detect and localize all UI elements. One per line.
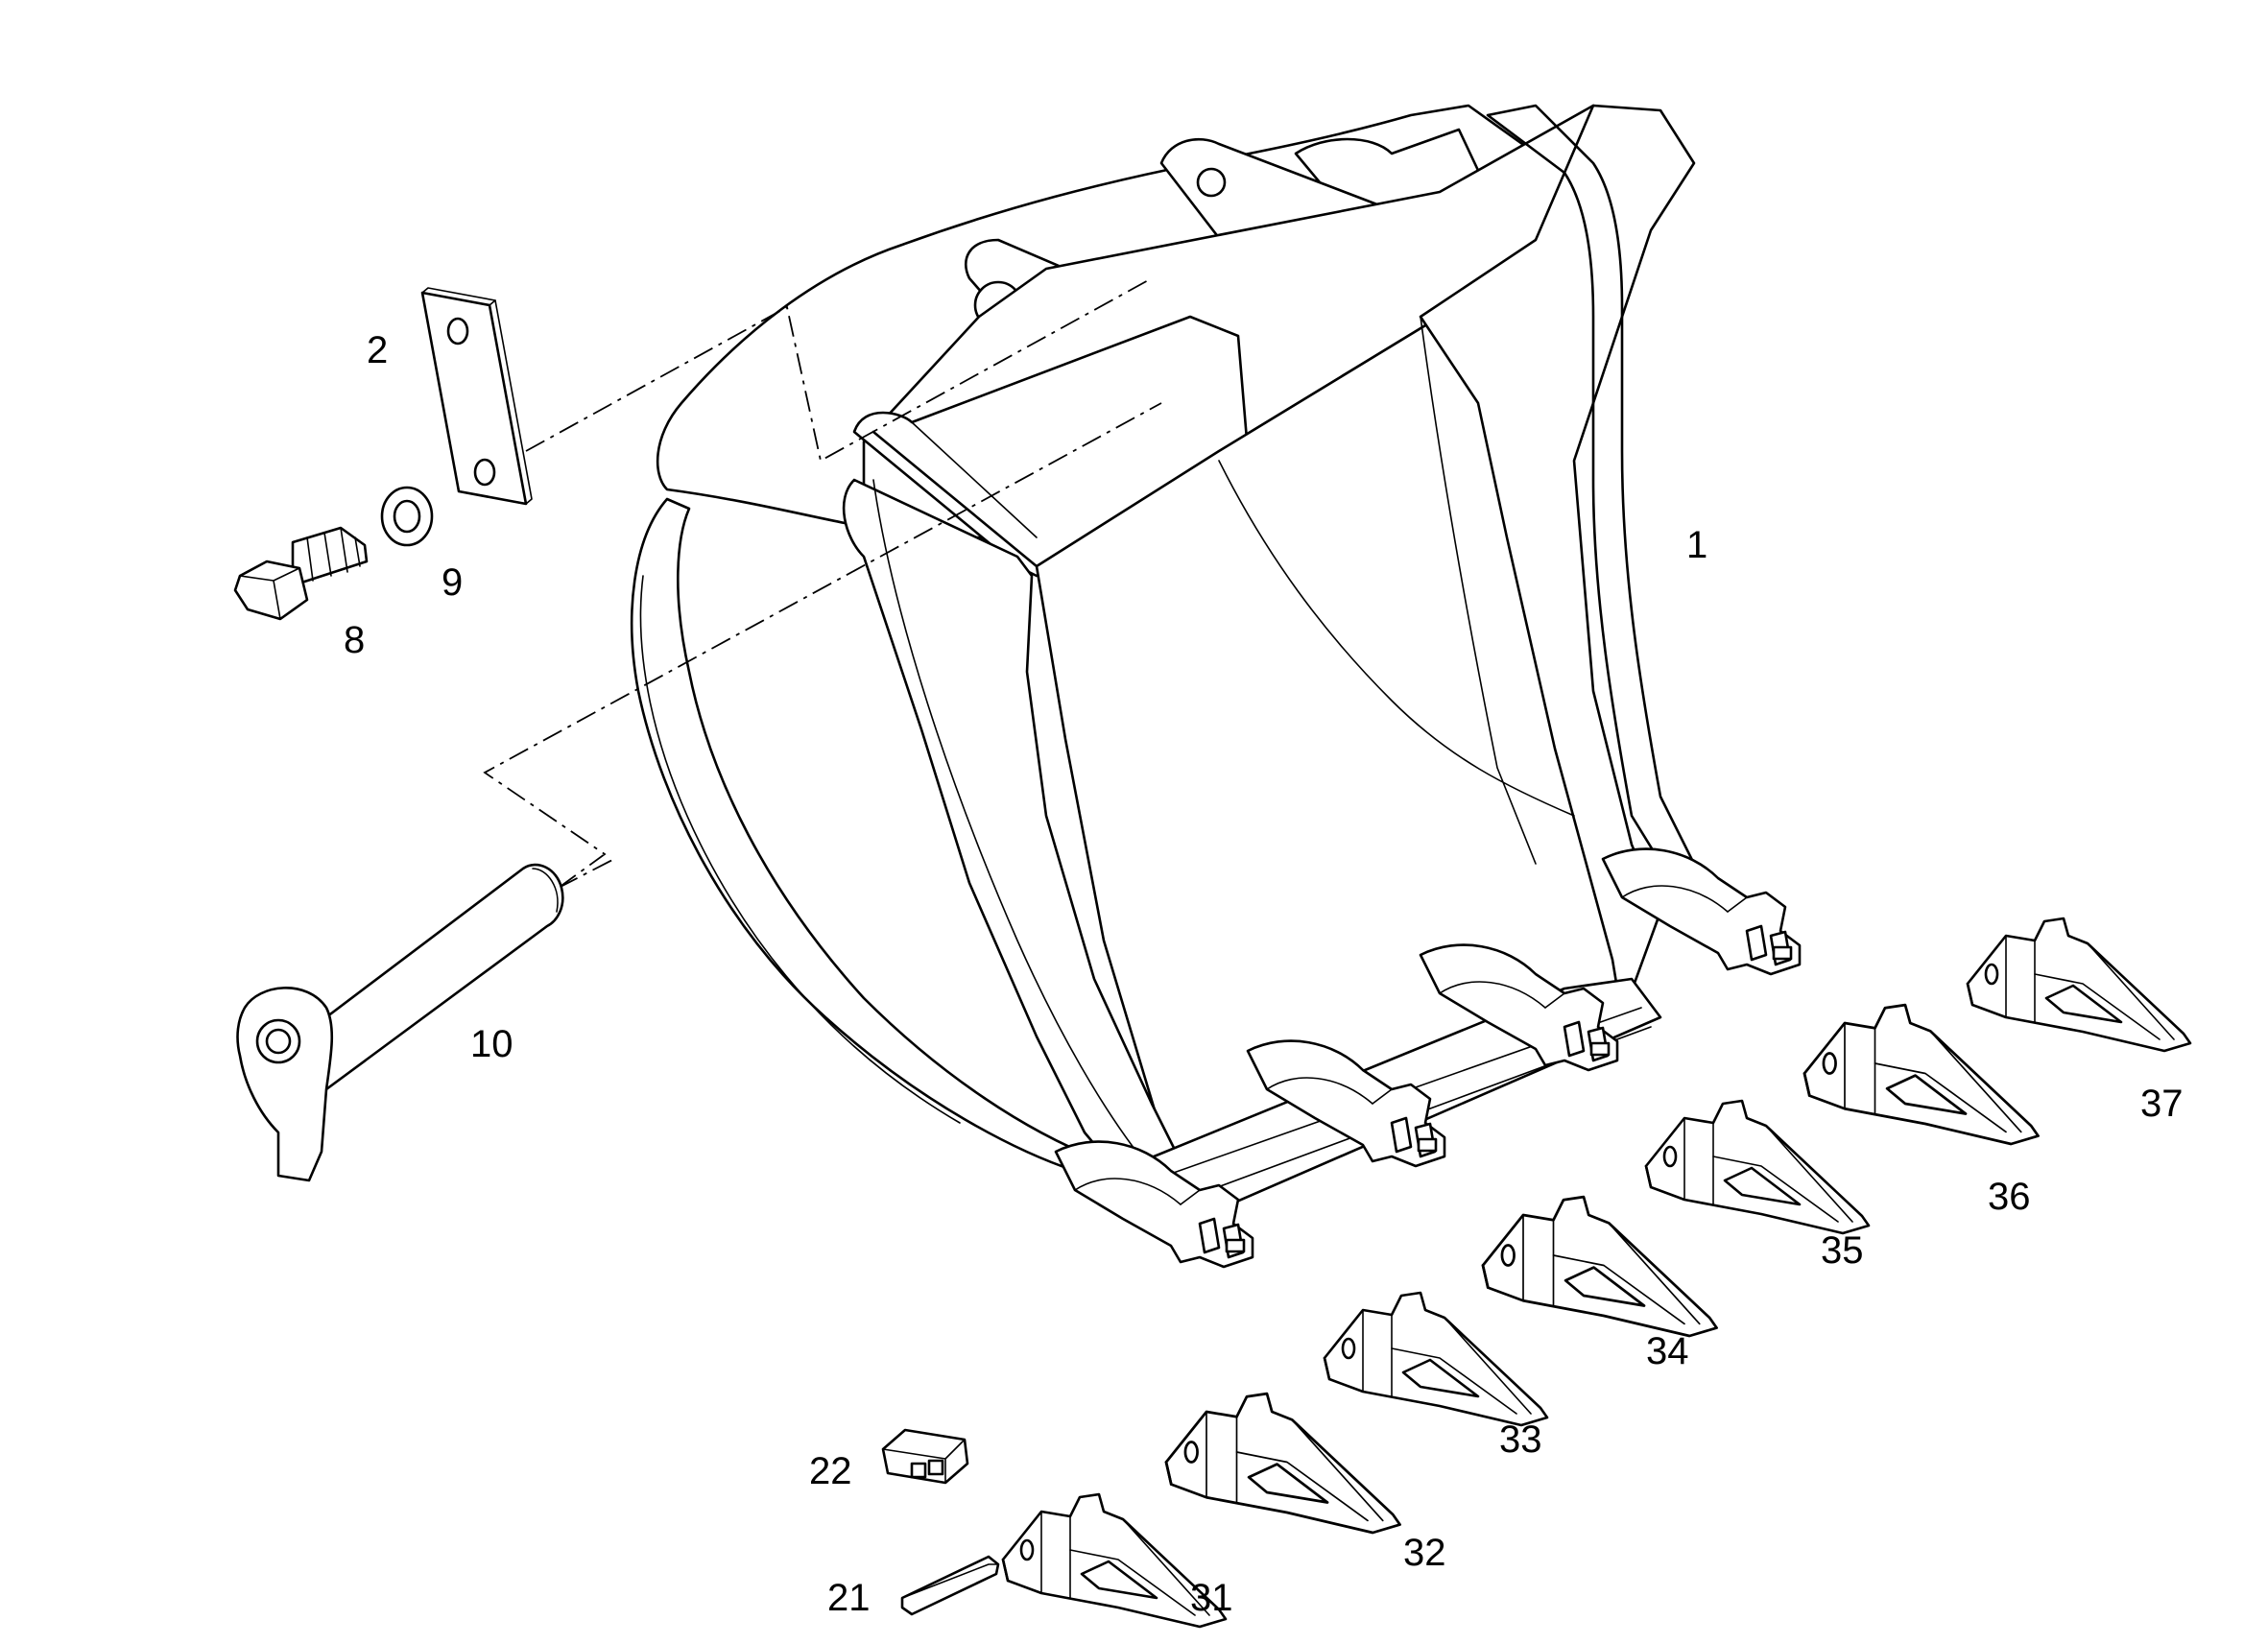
retainer-pin-icon	[900, 1555, 1000, 1616]
callout-32: 32	[1403, 1532, 1446, 1574]
link-plate-icon	[420, 287, 533, 506]
callout-1: 1	[1686, 524, 1708, 566]
tooth-34-icon	[1481, 1195, 1718, 1338]
callout-9: 9	[442, 561, 464, 604]
callout-37: 37	[2140, 1083, 2184, 1125]
callout-31: 31	[1190, 1577, 1233, 1619]
callout-22: 22	[809, 1450, 852, 1492]
assembly-center-lines	[483, 277, 1162, 889]
callout-33: 33	[1499, 1418, 1542, 1461]
callout-21: 21	[827, 1577, 871, 1619]
washer-icon	[380, 486, 434, 547]
callout-8: 8	[344, 619, 366, 661]
callout-35: 35	[1821, 1229, 1864, 1272]
tooth-32-icon	[1164, 1392, 1401, 1535]
tooth-37-icon	[1966, 917, 2192, 1053]
tooth-33-icon	[1323, 1291, 1549, 1427]
tooth-36-icon	[1802, 1003, 2040, 1146]
callout-2: 2	[367, 329, 389, 371]
lock-icon	[881, 1428, 969, 1485]
callout-36: 36	[1988, 1176, 2031, 1218]
callout-10: 10	[470, 1023, 513, 1065]
tooth-35-icon	[1644, 1099, 1871, 1235]
callout-34: 34	[1646, 1330, 1689, 1372]
hex-bolt-icon	[233, 526, 369, 621]
pivot-pin-icon	[236, 863, 564, 1182]
excavator-bucket-icon	[631, 104, 1802, 1269]
